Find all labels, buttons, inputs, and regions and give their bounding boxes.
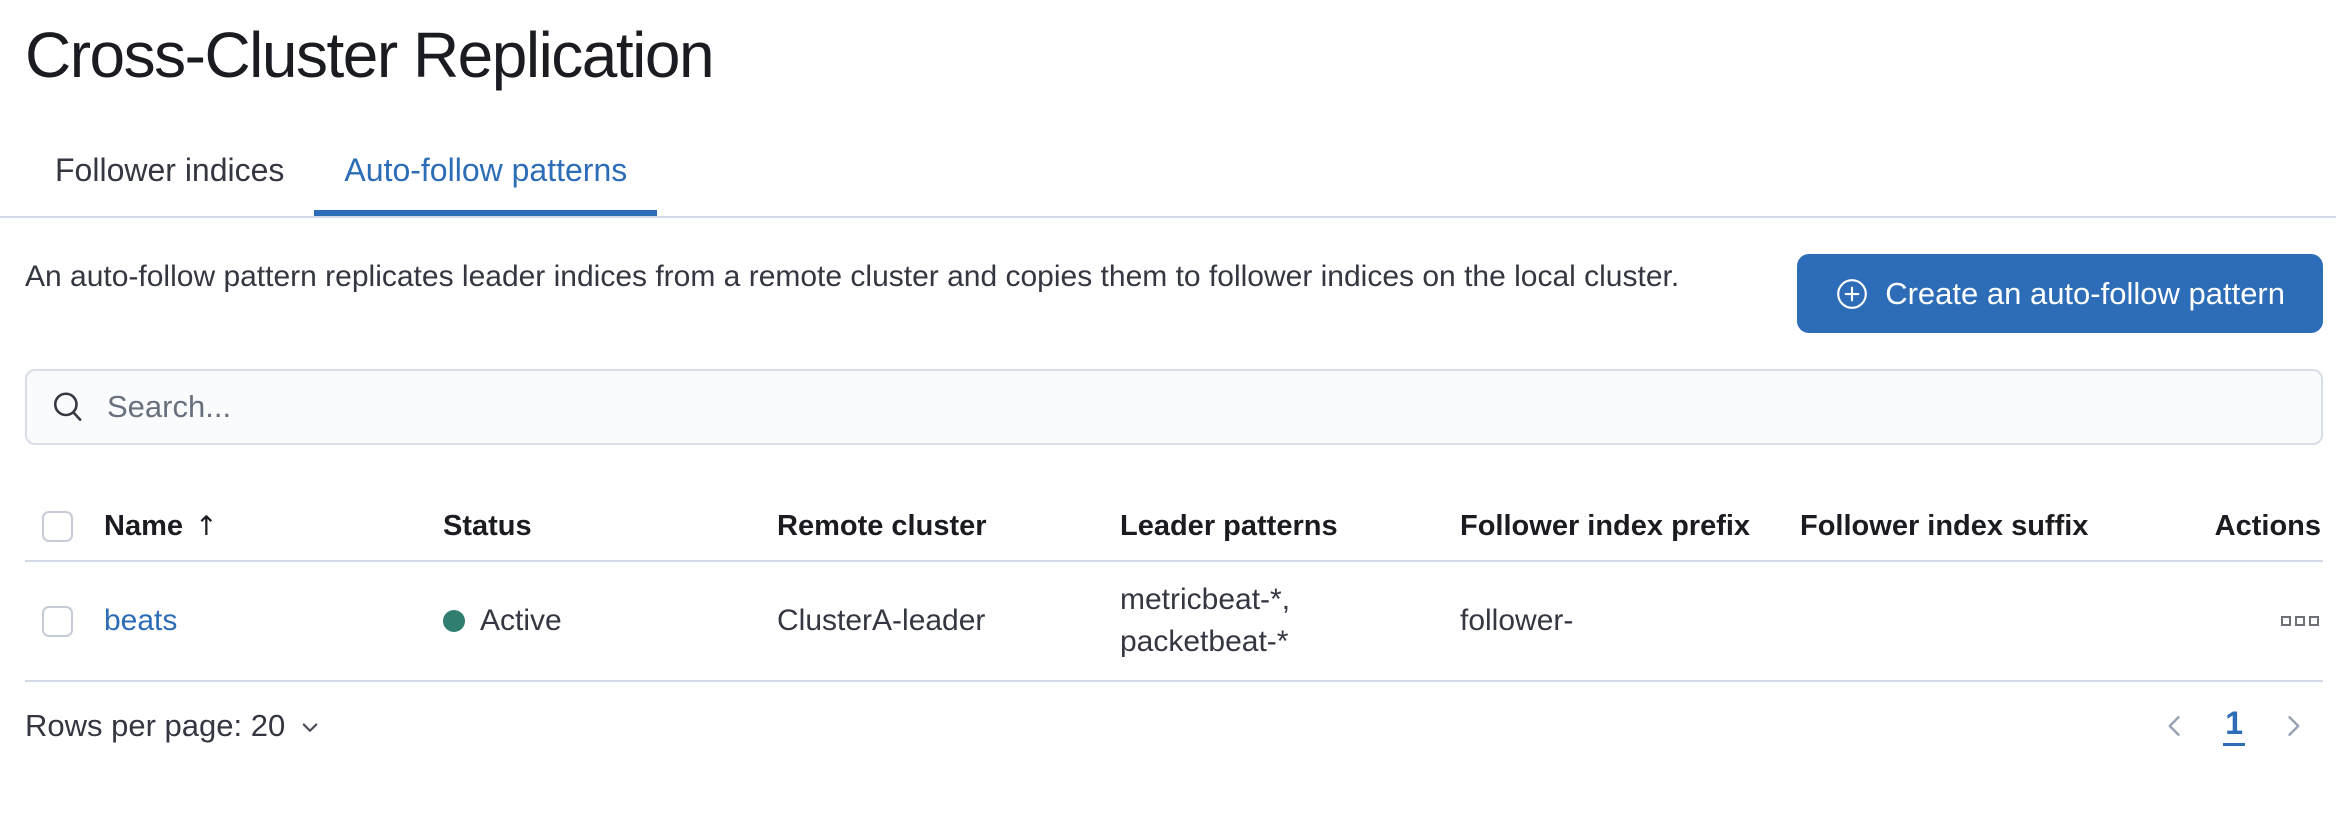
next-page-button[interactable] (2275, 708, 2311, 744)
pagination: 1 (2157, 706, 2323, 746)
column-header-follower-index-suffix: Follower index suffix (1800, 509, 2089, 542)
sort-ascending-icon: ↑ (195, 510, 218, 542)
tab-auto-follow-patterns[interactable]: Auto-follow patterns (314, 150, 657, 216)
row-leader-patterns-cell: metricbeat-*, packetbeat-* (1120, 579, 1460, 663)
create-auto-follow-pattern-button[interactable]: Create an auto-follow pattern (1797, 254, 2323, 333)
column-header-status: Status (443, 509, 532, 542)
tab-bar: Follower indices Auto-follow patterns (0, 150, 2336, 218)
row-actions-button[interactable] (2279, 610, 2321, 632)
row-name-cell: beats (104, 604, 443, 638)
page-number-1[interactable]: 1 (2223, 706, 2245, 746)
column-header-follower-index-prefix: Follower index prefix (1460, 509, 1751, 542)
leader-pattern-line: packetbeat-* (1120, 625, 1289, 658)
intro-row: An auto-follow pattern replicates leader… (25, 254, 2323, 333)
rows-per-page-label: Rows per page: 20 (25, 708, 286, 743)
previous-page-button[interactable] (2157, 708, 2193, 744)
table-row: beats Active ClusterA-leader metricbeat-… (25, 562, 2323, 682)
boxes-horizontal-icon (2281, 616, 2291, 626)
row-select-cell (25, 605, 104, 637)
column-header-actions: Actions (2214, 509, 2321, 542)
column-header-leader-patterns: Leader patterns (1120, 509, 1338, 542)
tab-follower-indices[interactable]: Follower indices (55, 152, 285, 188)
row-checkbox[interactable] (42, 605, 73, 637)
select-all-checkbox[interactable] (42, 510, 73, 542)
table-header-row: Name ↑ Status Remote cluster Leader patt… (25, 492, 2323, 562)
table-footer: Rows per page: 20 1 (25, 706, 2323, 746)
column-header-name[interactable]: Name ↑ (104, 509, 218, 542)
row-actions-cell (2140, 610, 2323, 632)
row-follower-index-prefix-cell: follower- (1460, 604, 1574, 637)
rows-per-page-button[interactable]: Rows per page: 20 (25, 708, 321, 744)
status-label: Active (480, 604, 562, 637)
create-button-label: Create an auto-follow pattern (1885, 275, 2285, 311)
search-icon (51, 390, 85, 424)
cross-cluster-replication-page: Cross-Cluster Replication Follower indic… (0, 16, 2336, 816)
pattern-name-link[interactable]: beats (104, 604, 178, 637)
row-remote-cluster-cell: ClusterA-leader (777, 604, 986, 637)
plus-in-circle-icon (1835, 277, 1869, 311)
chevron-left-icon (2161, 712, 2189, 740)
chevron-right-icon (2279, 712, 2307, 740)
search-input[interactable] (107, 377, 2297, 437)
intro-description: An auto-follow pattern replicates leader… (25, 260, 1680, 293)
auto-follow-patterns-table: Name ↑ Status Remote cluster Leader patt… (25, 492, 2323, 682)
chevron-down-icon (299, 717, 321, 739)
select-all-cell (25, 510, 104, 542)
page-title: Cross-Cluster Replication (25, 19, 715, 91)
column-header-remote-cluster: Remote cluster (777, 509, 987, 542)
row-status-cell: Active (443, 604, 777, 638)
status-active-dot-icon (443, 610, 465, 632)
search-box[interactable] (25, 369, 2323, 445)
leader-pattern-line: metricbeat-*, (1120, 583, 1291, 616)
